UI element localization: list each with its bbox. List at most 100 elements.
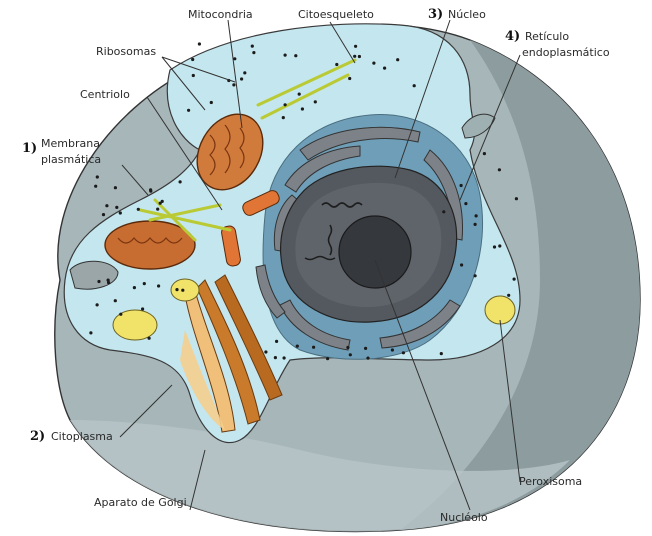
ribosome-dot xyxy=(106,278,110,282)
ribosome-dot xyxy=(459,183,463,188)
ribosome-dot xyxy=(136,207,140,211)
ribosome-dot xyxy=(273,356,277,360)
ribosome-dot xyxy=(233,57,237,61)
ribosome-dot xyxy=(390,348,394,352)
ribosome-dot xyxy=(160,199,164,203)
ribosome-dot xyxy=(353,54,357,58)
ribosome-dot xyxy=(295,344,299,348)
ribosome-dot xyxy=(346,345,350,350)
ribosome-dot xyxy=(94,184,98,188)
ribosome-dot xyxy=(383,66,387,70)
ribosome-dot xyxy=(283,103,287,107)
label-citoplasma: Citoplasma xyxy=(51,430,113,443)
ribosome-dot xyxy=(492,245,497,249)
ribosome-dot xyxy=(348,353,352,357)
ribosome-dot xyxy=(232,83,236,87)
ribosome-dot xyxy=(97,279,101,284)
ribosome-dot xyxy=(149,189,153,193)
vesicle-2 xyxy=(170,278,200,302)
label-reticulo-line2: endoplasmático xyxy=(522,46,610,59)
ribosome-dot xyxy=(250,44,254,48)
ribosome-dot xyxy=(300,107,304,111)
ribosome-dot xyxy=(157,284,161,288)
ribosome-dot xyxy=(240,77,244,81)
ribosome-dot xyxy=(512,277,516,281)
ribosome-dot xyxy=(460,263,464,267)
ribosome-dot xyxy=(412,84,416,88)
label-nucleo-number: 3) xyxy=(428,7,443,22)
ribosome-dot xyxy=(178,180,182,184)
ribosome-dot xyxy=(147,336,151,340)
golgi-apparatus xyxy=(180,274,283,433)
label-membrana-line1: Membrana xyxy=(41,137,100,150)
ribosome-dot xyxy=(473,222,477,226)
ribosome-dot xyxy=(113,299,117,303)
ribosome-dot xyxy=(326,357,330,361)
ribosome-dot xyxy=(442,210,446,214)
ribosome-dot xyxy=(119,312,123,316)
ribosome-dot xyxy=(252,51,256,55)
label-mitocondria: Mitocondria xyxy=(188,8,253,21)
ribosome-dot xyxy=(282,356,286,360)
ribosome-dot xyxy=(294,54,298,58)
mitochondrion-upper xyxy=(196,113,264,191)
ribosome-dot xyxy=(313,100,317,104)
membrane-notch xyxy=(461,113,496,139)
ribosome-dot xyxy=(364,346,368,350)
ribosome-dot xyxy=(335,62,339,67)
ribosome-dot xyxy=(89,331,93,335)
label-membrana-line2: plasmática xyxy=(41,153,101,166)
ribosome-dot xyxy=(348,76,352,81)
ribosome-dot xyxy=(354,44,358,48)
ribosome-dot xyxy=(439,352,443,356)
ribosome-dot xyxy=(187,108,191,112)
ribosome-dot xyxy=(141,307,145,311)
peroxisome xyxy=(484,295,516,325)
cytoskeleton xyxy=(138,58,357,242)
label-citoesqueleto: Citoesqueleto xyxy=(298,8,374,21)
cell-lower-band xyxy=(70,420,570,532)
ribosome-dot xyxy=(498,244,502,248)
centriole-2 xyxy=(221,225,241,267)
leader-lines xyxy=(119,19,521,511)
centriole-1 xyxy=(242,190,280,216)
ribosome-dot xyxy=(474,214,478,218)
ribosomes xyxy=(89,42,519,361)
vesicle-1 xyxy=(112,309,158,341)
label-centriolo: Centriolo xyxy=(80,88,130,101)
ribosome-dot xyxy=(297,92,301,96)
ribosome-dot xyxy=(312,345,316,349)
ribosome-dot xyxy=(101,213,106,217)
ribosome-dot xyxy=(366,356,370,360)
ribosome-dot xyxy=(514,197,519,201)
ribosome-dot xyxy=(357,54,361,59)
chromatin xyxy=(304,202,363,261)
label-golgi: Aparato de Golgi xyxy=(94,496,187,509)
vacuole-grey xyxy=(69,260,119,290)
ribosome-dot xyxy=(107,281,111,285)
cell-outer-shade xyxy=(400,40,640,530)
ribosome-dot xyxy=(95,175,99,179)
ribosome-dot xyxy=(181,288,185,292)
label-membrana-number: 1) xyxy=(22,141,37,156)
ribosome-dot xyxy=(115,205,119,209)
ribosome-dot xyxy=(132,286,136,290)
ribosome-dot xyxy=(497,168,501,172)
label-nucleolo: Nucléolo xyxy=(440,511,488,524)
ribosome-dot xyxy=(191,57,195,62)
ribosome-dot xyxy=(175,288,179,292)
ribosome-dot xyxy=(482,152,486,156)
ribosome-dot xyxy=(281,116,285,120)
ribosome-dot xyxy=(113,186,117,190)
ribosome-dot xyxy=(275,339,279,343)
label-nucleo: Núcleo xyxy=(448,8,486,21)
ribosome-dot xyxy=(118,211,122,215)
label-citoplasma-number: 2) xyxy=(30,429,45,444)
ribosome-dot xyxy=(464,202,468,206)
ribosome-dot xyxy=(209,100,213,105)
label-peroxisoma: Peroxisoma xyxy=(519,475,582,488)
ribosome-dot xyxy=(95,303,99,307)
ribosome-dot xyxy=(243,71,247,75)
ribosome-dot xyxy=(142,282,146,286)
ribosome-dot xyxy=(473,274,477,278)
